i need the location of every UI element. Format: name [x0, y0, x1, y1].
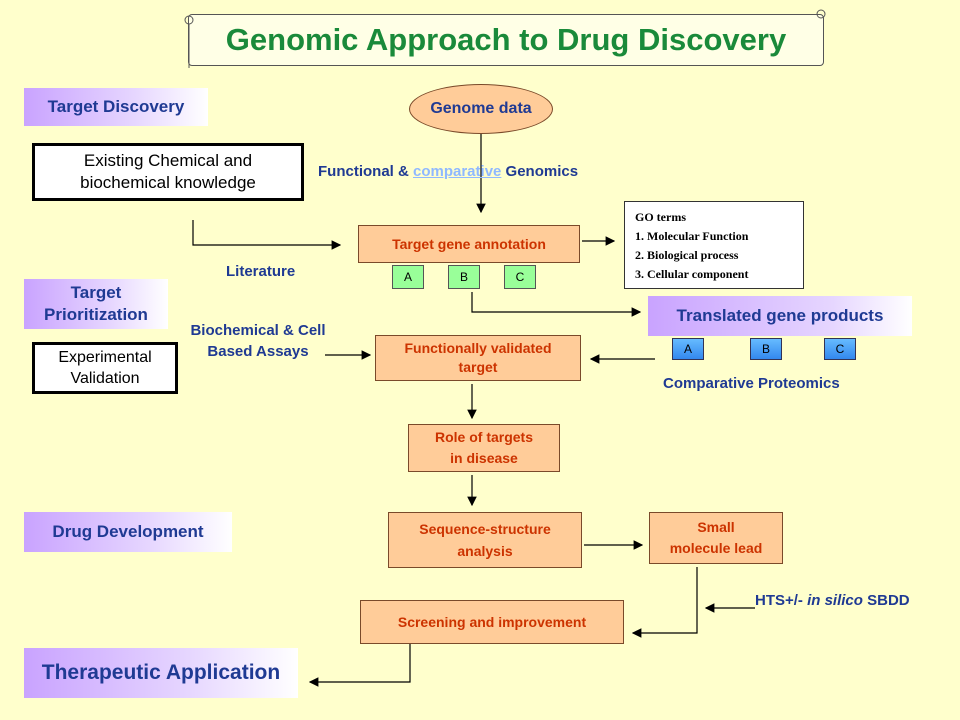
- functional-comparative-genomics-label: Functional & comparative Genomics: [318, 163, 579, 180]
- comparative-proteomics-label: Comparative Proteomics: [663, 375, 840, 392]
- translated-gene-products-node: Translated gene products: [648, 296, 912, 336]
- go-term-item: 3. Cellular component: [635, 267, 749, 281]
- hts-sbdd-label: HTS+/- in silico SBDD: [755, 592, 910, 609]
- section-target-prioritization: Target Prioritization: [24, 279, 168, 329]
- protein-c-box: C: [824, 338, 856, 360]
- small-molecule-lead-node: Small molecule lead: [649, 512, 783, 564]
- go-term-item: 2. Biological process: [635, 248, 739, 262]
- arrow-molecule-to-screening: [631, 567, 698, 638]
- go-term-item: 1. Molecular Function: [635, 229, 749, 243]
- title-banner: Genomic Approach to Drug Discovery: [188, 14, 824, 66]
- role-of-targets-node: Role of targets in disease: [408, 424, 560, 472]
- annotation-c-box: C: [504, 265, 536, 289]
- arrow-screening-to-therapeutic: [308, 644, 411, 687]
- literature-label: Literature: [226, 263, 296, 280]
- genome-data-node: Genome data: [409, 84, 553, 134]
- functionally-validated-target-node: Functionally validated target: [375, 335, 581, 381]
- comparative-link[interactable]: comparative: [413, 163, 502, 180]
- biochemical-assays-label: Biochemical & Cell Based Assays: [190, 322, 326, 360]
- protein-b-box: B: [750, 338, 782, 360]
- section-target-discovery: Target Discovery: [24, 88, 208, 126]
- section-drug-development: Drug Development: [24, 512, 232, 552]
- screening-improvement-node: Screening and improvement: [360, 600, 624, 644]
- existing-knowledge-box: Existing Chemical and biochemical knowle…: [32, 143, 304, 201]
- page-title: Genomic Approach to Drug Discovery: [225, 22, 787, 57]
- annotation-a-box: A: [392, 265, 424, 289]
- sequence-structure-node: Sequence-structure analysis: [388, 512, 582, 568]
- protein-a-box: A: [672, 338, 704, 360]
- section-therapeutic-application: Therapeutic Application: [24, 648, 298, 698]
- annotation-b-box: B: [448, 265, 480, 289]
- target-gene-annotation-node: Target gene annotation: [358, 225, 580, 263]
- scroll-left-curl: [184, 15, 194, 68]
- go-terms-heading: GO terms: [635, 210, 686, 224]
- arrow-knowledge-to-annotation: [192, 220, 342, 250]
- experimental-validation-box: Experimental Validation: [32, 342, 178, 394]
- scroll-right-curl: [816, 9, 826, 19]
- go-terms-box: GO terms 1. Molecular Function 2. Biolog…: [624, 201, 804, 289]
- arrow-annotation-to-products: [471, 292, 642, 317]
